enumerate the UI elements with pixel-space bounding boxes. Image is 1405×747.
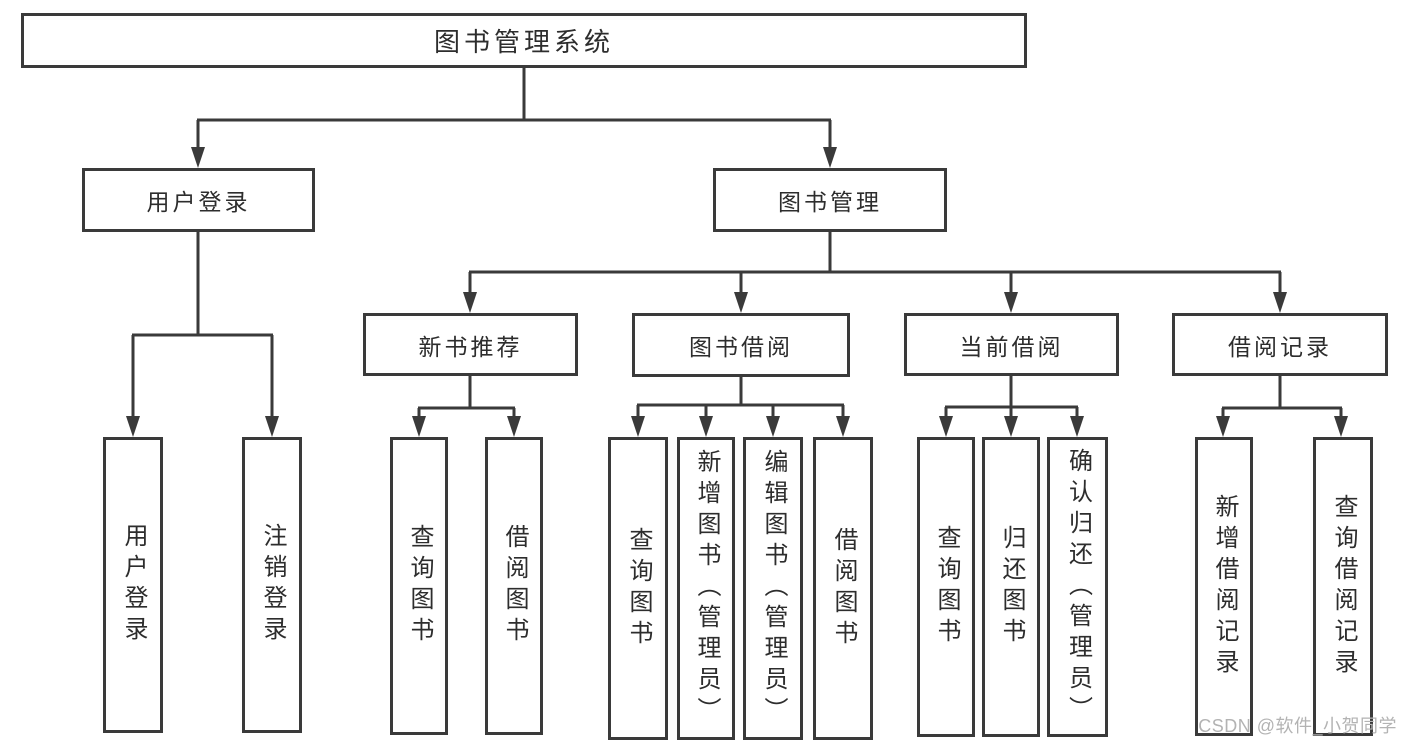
leaf-query-borrow-record: 查询借阅记录 [1313, 437, 1373, 736]
leaf-label-edit-book-admin: 编辑图书（管理员） [760, 449, 787, 728]
connector-borrowing-to-leaves [636, 377, 845, 417]
leaf-add-book-admin: 新增图书（管理员） [677, 437, 735, 740]
node-label-current-borrowing: 当前借阅 [959, 333, 1064, 360]
connector-user-login-to-leaves [131, 232, 274, 417]
leaf-label-query-borrow-record: 查询借阅记录 [1330, 493, 1357, 680]
node-current-borrowing: 当前借阅 [904, 313, 1119, 376]
leaf-label-borrow-book: 借阅图书 [830, 526, 857, 651]
leaf-borrow-book-recommend: 借阅图书 [485, 437, 543, 735]
node-label-book-management: 图书管理 [778, 189, 882, 215]
node-new-book-recommend: 新书推荐 [363, 313, 578, 376]
connector-root-to-level2 [196, 68, 832, 148]
leaf-confirm-return-admin: 确认归还（管理员） [1047, 437, 1108, 737]
leaf-add-borrow-record: 新增借阅记录 [1195, 437, 1253, 736]
node-label-borrowing-records: 借阅记录 [1228, 333, 1332, 360]
node-label-book-borrowing: 图书借阅 [689, 334, 793, 360]
connector-new-book-to-leaves [417, 376, 516, 417]
leaf-logout: 注销登录 [242, 437, 302, 733]
node-label-root: 图书管理系统 [433, 27, 614, 57]
leaf-query-book-current: 查询图书 [917, 437, 975, 737]
leaf-label-user-login: 用户登录 [120, 523, 147, 647]
connector-current-to-leaves [944, 376, 1079, 417]
leaf-label-query-book-current: 查询图书 [933, 525, 960, 649]
leaf-label-query-book-recommend: 查询图书 [406, 524, 433, 648]
node-user-login: 用户登录 [82, 168, 315, 232]
leaf-label-query-book-borrowing: 查询图书 [625, 526, 652, 651]
node-label-user-login: 用户登录 [146, 189, 251, 215]
leaf-user-login: 用户登录 [103, 437, 163, 733]
leaf-label-return-book: 归还图书 [998, 525, 1025, 649]
node-book-management: 图书管理 [713, 168, 947, 232]
connector-book-management-to-level3 [468, 232, 1282, 294]
node-borrowing-records: 借阅记录 [1172, 313, 1388, 376]
node-library-management-system: 图书管理系统 [21, 13, 1027, 68]
leaf-label-logout: 注销登录 [259, 523, 286, 647]
leaf-edit-book-admin: 编辑图书（管理员） [743, 437, 803, 740]
connector-records-to-leaves [1221, 376, 1343, 417]
leaf-return-book: 归还图书 [982, 437, 1040, 737]
node-book-borrowing: 图书借阅 [632, 313, 850, 377]
leaf-label-add-book-admin: 新增图书（管理员） [693, 449, 720, 728]
leaf-query-book-recommend: 查询图书 [390, 437, 448, 735]
leaf-borrow-book: 借阅图书 [813, 437, 873, 740]
leaf-label-borrow-book-recommend: 借阅图书 [501, 524, 528, 648]
leaf-query-book-borrowing: 查询图书 [608, 437, 668, 740]
leaf-label-confirm-return-admin: 确认归还（管理员） [1064, 447, 1092, 727]
arrowheads [126, 147, 1348, 437]
node-label-new-book-recommend: 新书推荐 [418, 333, 523, 360]
leaf-label-add-borrow-record: 新增借阅记录 [1211, 493, 1238, 680]
watermark: CSDN @软件_小贺同学 [1198, 716, 1397, 736]
